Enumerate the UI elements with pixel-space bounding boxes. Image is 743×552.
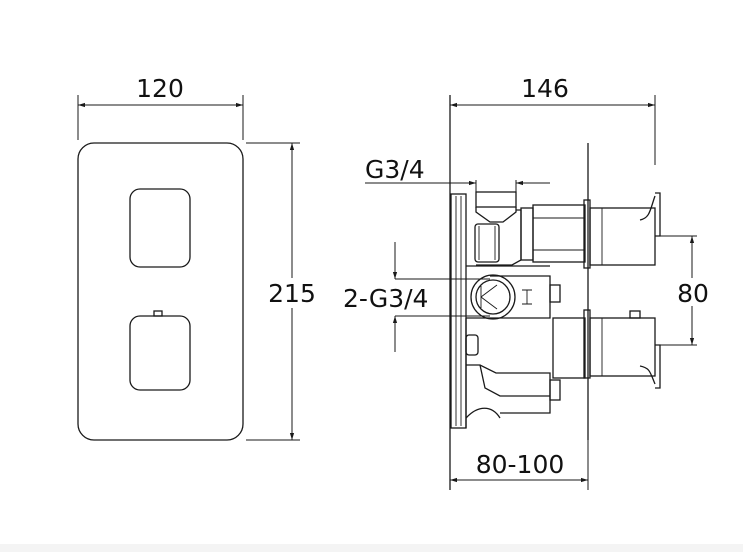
wall-depth-label: 80-100 [476,450,565,479]
inlet-label: 2-G3/4 [343,284,428,313]
lower-handle-side [552,309,661,389]
lower-handle [129,315,191,391]
width-label: 120 [136,74,184,103]
upper-handle-side [520,192,661,269]
cover-plate [77,142,244,441]
valve-body [465,191,561,428]
handle-indicator [153,310,163,317]
handle-spacing-label: 80 [677,279,709,308]
inlet-port [470,274,516,320]
depth-label: 146 [521,74,569,103]
top-outlet-label: G3/4 [365,155,425,184]
front-view: 120 215 [77,74,318,441]
back-plate [450,193,467,429]
side-view: 146 [343,74,710,490]
height-label: 215 [268,279,316,308]
upper-handle [129,188,191,268]
